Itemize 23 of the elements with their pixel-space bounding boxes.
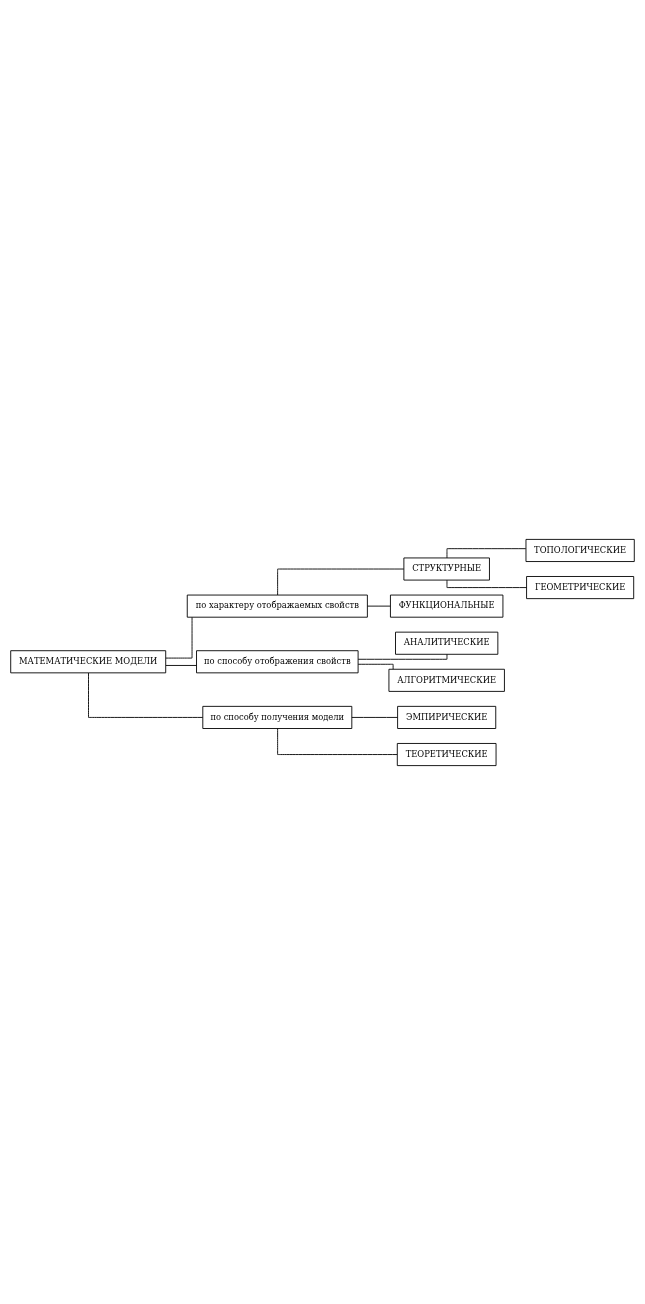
node-box: ТОПОЛОГИЧЕСКИЕ [525, 538, 635, 562]
connector [165, 664, 197, 666]
node-box: ЭМПИРИЧЕСКИЕ [397, 705, 497, 729]
connector [165, 616, 193, 659]
node-box: ТЕОРЕТИЧЕСКИЕ [396, 742, 497, 766]
connector [357, 663, 394, 670]
node-box: АЛГОРИТМИЧЕСКИЕ [388, 668, 505, 692]
node-box: по способу получения модели [202, 705, 353, 729]
connector [446, 579, 527, 588]
node-box: АНАЛИТИЧЕСКИЕ [395, 631, 499, 655]
connector [446, 547, 527, 558]
node-box: ГЕОМЕТРИЧЕСКИЕ [526, 575, 635, 599]
node-box: по характеру отображаемых свойств [186, 594, 368, 618]
connector [351, 716, 398, 718]
connector [88, 672, 204, 718]
connector [367, 605, 391, 607]
node-box: СТРУКТУРНЫЕ [403, 557, 490, 581]
connector [277, 727, 398, 755]
connector [357, 653, 448, 660]
node-box: ФУНКЦИОНАЛЬНЫЕ [389, 594, 504, 618]
node-box: МАТЕМАТИЧЕСКИЕ МОДЕЛИ [10, 649, 167, 673]
connector [277, 568, 405, 595]
node-box: по способу отображения свойств [196, 649, 359, 673]
